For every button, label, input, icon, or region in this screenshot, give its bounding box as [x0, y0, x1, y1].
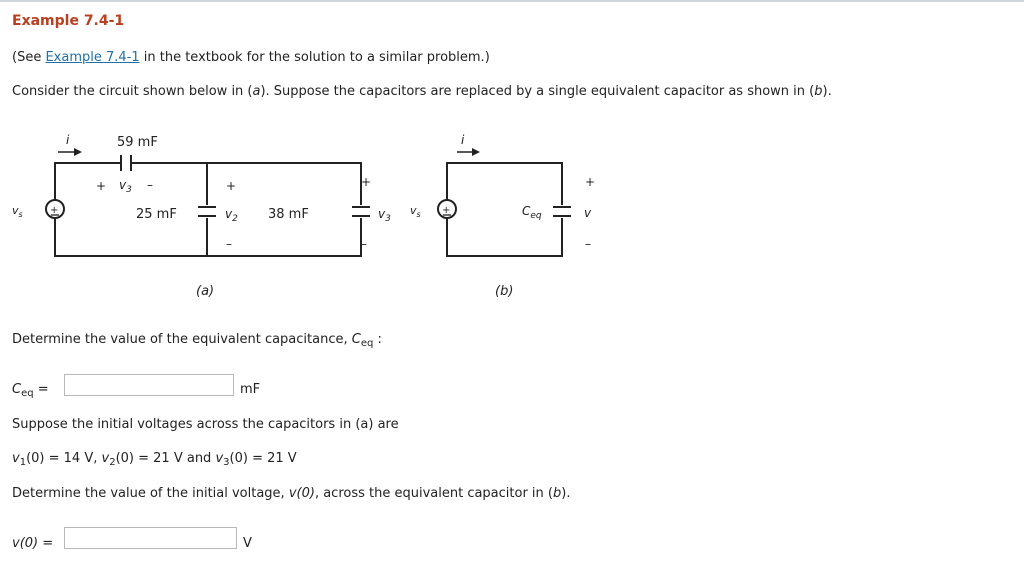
see-note: (See Example 7.4-1 in the textbook for t…	[12, 50, 490, 65]
prompt-text-b: ). Suppose the capacitors are replaced b…	[260, 84, 815, 99]
caption-a: (a)	[196, 284, 214, 299]
v2-symbol: v	[101, 451, 110, 466]
v1-sub: 1	[19, 457, 27, 468]
cap-38-label: 38 mF	[268, 207, 309, 222]
vs-b-label: vs	[410, 204, 421, 219]
circuit-a-wire-top	[54, 162, 121, 200]
current-arrow-b-icon	[472, 148, 480, 156]
cap-25-label: 25 mF	[136, 207, 177, 222]
current-b-label: i	[461, 133, 465, 147]
v0-unit: V	[243, 536, 252, 551]
source-a-plus: +	[50, 205, 58, 216]
caption-b: (b)	[495, 284, 513, 299]
v-b-label: v	[584, 206, 592, 220]
v3-top-label: v3	[119, 178, 132, 195]
source-b-plus: +	[442, 205, 450, 216]
v0-field-symbol: v(0)	[12, 536, 39, 551]
v3-top-plus: +	[96, 179, 106, 193]
problem-title: Example 7.4-1	[12, 13, 125, 29]
ceq-answer-input[interactable]	[64, 374, 234, 396]
circuit-b-wire	[446, 162, 563, 205]
vs-a-label: vs	[12, 204, 23, 219]
prompt-text-a: Consider the circuit shown below in (	[12, 84, 253, 99]
ceq-field-symbol-sub: eq	[21, 388, 34, 399]
v3-right-minus: –	[361, 237, 367, 251]
see-note-prefix: (See	[12, 50, 46, 65]
q1-text: Determine the value of the equivalent ca…	[12, 332, 352, 347]
current-arrow-a-icon	[74, 148, 82, 156]
v3-value: (0) = 21 V	[229, 451, 297, 466]
initial-voltage-intro: Suppose the initial voltages across the …	[12, 417, 399, 432]
see-note-suffix: in the textbook for the solution to a si…	[139, 50, 490, 65]
prompt-text-c: ).	[822, 84, 832, 99]
v2-value: (0) = 21 V and	[115, 451, 212, 466]
source-a-circle	[45, 199, 65, 219]
v3-right-label: v3	[378, 207, 391, 224]
v0-field-label: v(0) =	[12, 536, 53, 551]
v2-sub: 2	[109, 457, 116, 468]
problem-prompt: Consider the circuit shown below in (a).…	[12, 84, 832, 99]
v2-minus: –	[226, 237, 232, 251]
question-initial-voltage: Determine the value of the initial volta…	[12, 486, 570, 501]
q3-fig: b	[553, 486, 562, 501]
example-link[interactable]: Example 7.4-1	[45, 50, 140, 65]
v3-symbol: v	[215, 451, 224, 466]
top-divider	[0, 0, 1024, 2]
ceq-field-eq: =	[33, 382, 49, 397]
v0-field-eq: =	[38, 536, 54, 551]
q1-colon: :	[373, 332, 382, 347]
v2-label: v2	[225, 207, 238, 224]
question-capacitance: Determine the value of the equivalent ca…	[12, 332, 382, 349]
v3-right-plus: +	[361, 175, 371, 189]
cap-59-label: 59 mF	[117, 135, 158, 150]
q3-text-b: , across the equivalent capacitor in (	[314, 486, 553, 501]
prompt-fig-b: b	[814, 84, 823, 99]
source-b-circle	[437, 199, 457, 219]
v0-answer-input[interactable]	[64, 527, 237, 549]
q3-symbol: v(0)	[288, 486, 315, 501]
circuit-figure: i 59 mF + vs + v3 – 25 mF + v2 – 38 mF +…	[12, 133, 595, 299]
v2-plus: +	[226, 179, 236, 193]
v1-symbol: v	[12, 451, 20, 466]
v-b-minus: –	[585, 237, 591, 251]
ceq-field-label: Ceq =	[12, 382, 49, 399]
q3-text-c: ).	[561, 486, 571, 501]
v3-top-minus: –	[147, 178, 153, 192]
ceq-field-symbol: C	[12, 382, 22, 397]
q1-symbol-sub: eq	[360, 338, 374, 349]
v1-value: (0) = 14 V,	[26, 451, 98, 466]
ceq-label: Ceq	[522, 204, 542, 221]
initial-voltages: v1(0) = 14 V, v2(0) = 21 V and v3(0) = 2…	[12, 451, 297, 468]
v3-sub: 3	[223, 457, 230, 468]
current-a-label: i	[66, 133, 70, 147]
q3-text-a: Determine the value of the initial volta…	[12, 486, 289, 501]
prompt-fig-a: a	[252, 84, 261, 99]
v-b-plus: +	[585, 175, 595, 189]
ceq-unit: mF	[240, 382, 261, 397]
q1-symbol: C	[351, 332, 361, 347]
